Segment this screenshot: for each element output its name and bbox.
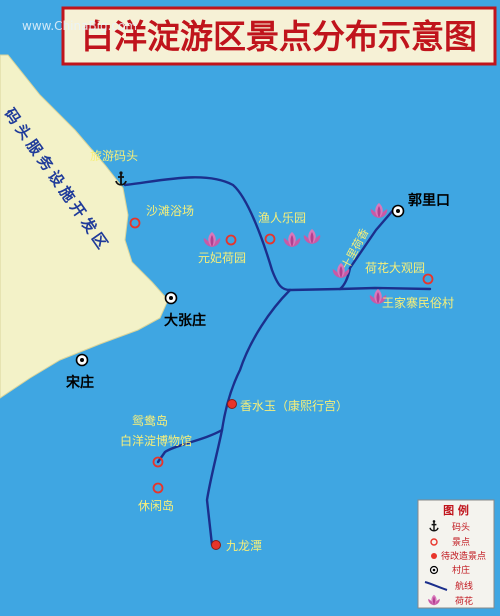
map-title: 白洋淀游区景点分布示意图 — [81, 17, 477, 56]
label-dazhang: 大张庄 — [164, 312, 206, 329]
jiulong-spot[interactable] — [211, 540, 221, 550]
label-fishermen: 渔人乐园 — [258, 211, 306, 225]
label-yuanfei: 元妃荷园 — [198, 251, 246, 265]
legend-label-lotus: 荷花 — [455, 595, 473, 607]
label-museum: 白洋淀博物馆 — [120, 433, 192, 448]
legend-label-pier: 码头 — [452, 522, 470, 533]
route-northeast — [338, 206, 397, 291]
planned-spot-icon — [431, 553, 437, 559]
label-songzhuang: 宋庄 — [65, 374, 94, 391]
legend-label-village: 村庄 — [452, 564, 470, 576]
route-lines — [123, 176, 432, 547]
legend: 图 例 码头 景点 待改造景点 村庄 航线 荷花 — [417, 499, 495, 609]
songzhuang-village-icon[interactable] — [75, 353, 89, 367]
label-wangjia: 王家寨民俗村 — [382, 295, 454, 310]
guolikou-village-icon[interactable] — [391, 204, 405, 218]
route-branch-west — [156, 428, 224, 464]
legend-label-route: 航线 — [455, 580, 473, 592]
dazhang-village-icon[interactable] — [164, 291, 178, 305]
label-pier: 旅游码头 — [90, 149, 138, 163]
land-area — [0, 54, 169, 399]
route-south — [205, 288, 292, 547]
label-lotus-world: 荷花大观园 — [365, 260, 425, 275]
scenic-spot-icon — [430, 538, 438, 546]
xiangshuiyu-spot[interactable] — [227, 399, 237, 409]
route-main — [123, 176, 292, 292]
label-xiangshuiyu: 香水玉（康熙行宫） — [240, 398, 348, 413]
watermark: www.ChinaBig.com — [22, 19, 137, 33]
label-yuanyang: 鸳鸯岛 — [132, 413, 168, 428]
legend-title: 图 例 — [443, 503, 469, 517]
legend-label-spot: 景点 — [452, 537, 470, 548]
label-beach: 沙滩浴场 — [146, 204, 194, 218]
route-east — [288, 286, 432, 292]
route-line-icon — [424, 581, 448, 591]
title-box — [61, 6, 497, 66]
label-jiulong: 九龙潭 — [226, 539, 262, 553]
label-guolikou: 郭里口 — [408, 192, 450, 209]
legend-label-planned: 待改造景点 — [441, 550, 486, 562]
label-xianxian: 休闲岛 — [138, 498, 174, 513]
